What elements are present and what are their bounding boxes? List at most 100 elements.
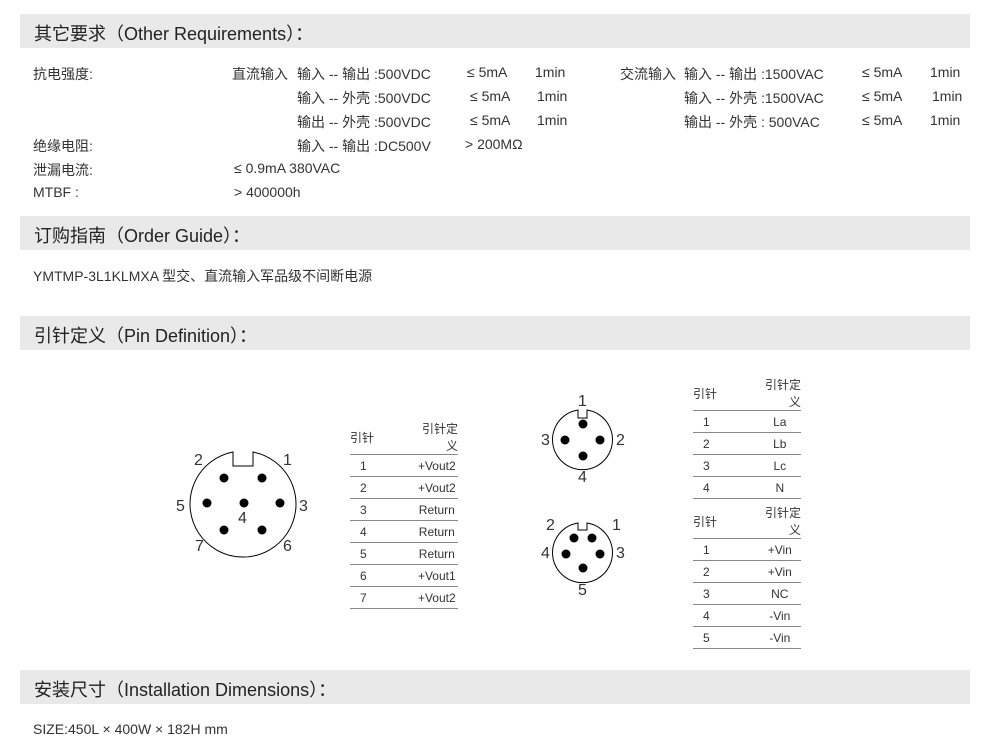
pin-label: 5 <box>578 582 587 599</box>
section-header-pin: 引针定义（Pin Definition）： <box>20 316 970 350</box>
pin-definition: La <box>758 410 801 433</box>
pin-number: 2 <box>693 432 759 455</box>
section-title: 订购指南（Order Guide）： <box>34 226 251 246</box>
pin-number: 3 <box>693 582 759 605</box>
pin-definition: Return <box>415 498 458 521</box>
table-row: 2+Vin <box>693 560 801 583</box>
pin-label: 4 <box>238 510 247 527</box>
ac-row: 输入 -- 输出 :1500VAC <box>684 66 824 82</box>
dc-row: 输出 -- 外壳 :500VDC <box>297 114 431 130</box>
section-header-other: 其它要求（Other Requirements）： <box>20 14 970 48</box>
table-row: 2+Vout2 <box>350 476 458 499</box>
pin-label: 6 <box>283 538 292 555</box>
col-header: 引针定义 <box>758 504 801 539</box>
ac-time: 1min <box>932 88 963 104</box>
leakage-value: ≤ 0.9mA 380VAC <box>234 160 341 176</box>
pin-label: 3 <box>541 432 550 449</box>
col-header: 引针 <box>350 420 416 455</box>
insulation-value: 输入 -- 输出 :DC500V <box>297 138 431 154</box>
dc-time: 1min <box>537 88 568 104</box>
pin-number: 3 <box>350 498 416 521</box>
insulation-resistance: > 200MΩ <box>465 136 523 152</box>
pin-number: 4 <box>693 476 759 499</box>
dc-label: 直流输入 <box>232 66 288 82</box>
dc-row: 输入 -- 输出 :500VDC <box>297 66 431 82</box>
pin-number: 4 <box>350 520 416 543</box>
table-row: 6+Vout1 <box>350 564 458 587</box>
label-dielectric: 抗电强度: <box>33 66 93 82</box>
section-header-order: 订购指南（Order Guide）： <box>20 216 970 250</box>
section-title: 安装尺寸（Installation Dimensions）： <box>34 680 337 700</box>
pin-definition: NC <box>758 582 801 605</box>
pin-label: 2 <box>194 452 203 469</box>
ac-row: 输出 -- 外壳 : 500VAC <box>684 114 820 130</box>
ac-current: ≤ 5mA <box>862 64 903 80</box>
pin-label: 1 <box>578 393 587 410</box>
mtbf-value: > 400000h <box>234 184 301 200</box>
dc-time: 1min <box>537 112 568 128</box>
pin-definition: Lb <box>758 432 801 455</box>
pin-definition: Lc <box>758 454 801 477</box>
pin-number: 3 <box>693 454 759 477</box>
pin-definition: +Vin <box>758 560 801 583</box>
pin-definition: +Vout2 <box>415 476 458 499</box>
pin-definition: Return <box>415 520 458 543</box>
col-header: 引针 <box>693 504 759 539</box>
pin-definition: Return <box>415 542 458 565</box>
label-insulation: 绝缘电阻: <box>33 138 93 154</box>
dc-current: ≤ 5mA <box>467 64 508 80</box>
pin-number: 4 <box>693 604 759 627</box>
pin-definition: +Vout2 <box>415 454 458 477</box>
pin-label: 2 <box>546 517 555 534</box>
pin-number: 1 <box>350 454 416 477</box>
ac-row: 输入 -- 外壳 :1500VAC <box>684 90 824 106</box>
pin-definition: +Vout1 <box>415 564 458 587</box>
dc-row: 输入 -- 外壳 :500VDC <box>297 90 431 106</box>
pin-label: 4 <box>578 469 587 486</box>
pin-definition: -Vin <box>758 604 801 627</box>
pin-number: 2 <box>350 476 416 499</box>
dc-current: ≤ 5mA <box>470 88 511 104</box>
ac-label: 交流输入 <box>620 66 676 82</box>
connector-4pin <box>552 409 613 471</box>
order-text: YMTMP-3L1KLMXA 型交、直流输入军品级不间断电源 <box>33 268 373 284</box>
col-header: 引针定义 <box>415 420 458 455</box>
pin-number: 2 <box>693 560 759 583</box>
pin-label: 3 <box>299 498 308 515</box>
pin-number: 1 <box>693 538 759 561</box>
ac-time: 1min <box>930 112 961 128</box>
pin-definition: +Vin <box>758 538 801 561</box>
section-title: 引针定义（Pin Definition）： <box>34 326 258 346</box>
connector-7pin <box>189 451 297 558</box>
ac-current: ≤ 5mA <box>862 112 903 128</box>
pin-definition: -Vin <box>758 626 801 649</box>
label-leakage: 泄漏电流: <box>33 162 93 178</box>
pin-label: 3 <box>616 545 625 562</box>
connector-5pin <box>552 522 613 584</box>
pin-label: 4 <box>541 545 550 562</box>
pin-number: 1 <box>693 410 759 433</box>
pin-definition: +Vout2 <box>415 586 458 609</box>
table-row: 5-Vin <box>693 626 801 649</box>
ac-time: 1min <box>930 64 961 80</box>
pin-label: 2 <box>616 432 625 449</box>
table-row: 4-Vin <box>693 604 801 627</box>
pin-label: 7 <box>195 538 204 555</box>
pin-number: 7 <box>350 586 416 609</box>
section-header-install: 安装尺寸（Installation Dimensions）： <box>20 670 970 704</box>
dc-current: ≤ 5mA <box>470 112 511 128</box>
pin-definition: N <box>758 476 801 499</box>
pin-label: 1 <box>612 517 621 534</box>
size-text: SIZE:450L × 400W × 182H mm <box>33 721 228 737</box>
section-title: 其它要求（Other Requirements）： <box>34 24 314 44</box>
